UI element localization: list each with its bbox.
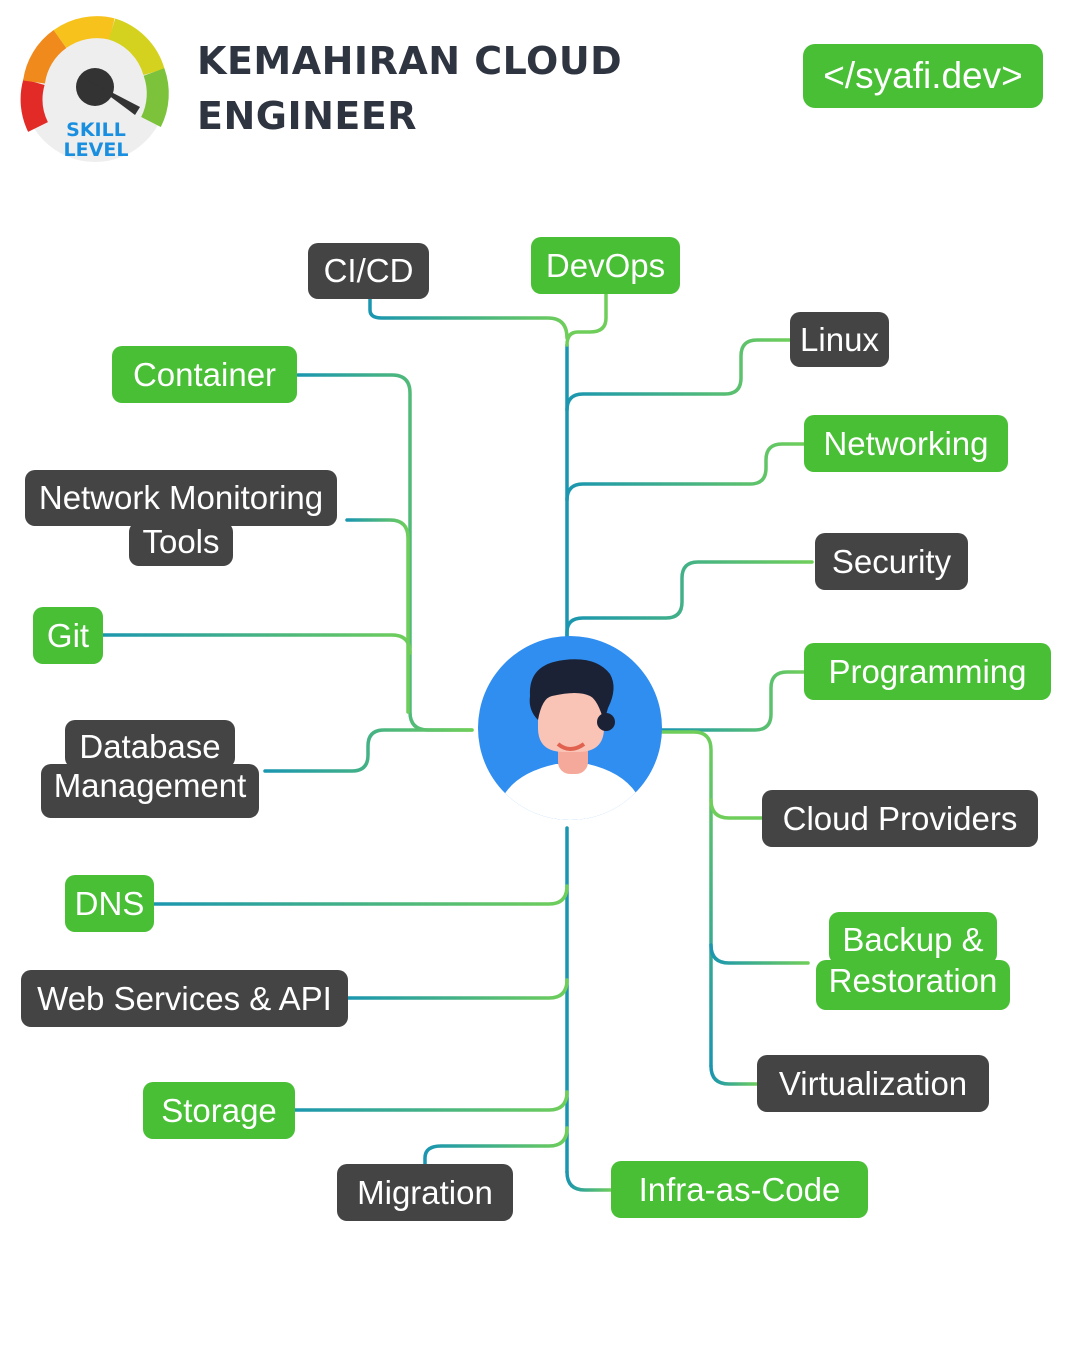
node-devops: DevOps bbox=[531, 237, 680, 294]
node-network-monitoring-tools: Network Monitoring Tools bbox=[14, 470, 348, 566]
node-virtualization: Virtualization bbox=[757, 1055, 989, 1112]
node-infra-as-code: Infra-as-Code bbox=[611, 1161, 868, 1218]
edge-migration bbox=[423, 1126, 569, 1168]
node-security: Security bbox=[815, 533, 968, 590]
node-linux: Linux bbox=[790, 312, 889, 367]
node-container: Container bbox=[112, 346, 297, 403]
edge-security bbox=[565, 560, 814, 638]
title-line-1: KEMAHIRAN CLOUD bbox=[197, 39, 623, 83]
backup-line-2: Restoration bbox=[815, 960, 1011, 1010]
node-backup-restoration: Backup & Restoration bbox=[808, 912, 1018, 1010]
node-cicd: CI/CD bbox=[308, 243, 429, 299]
node-cloud-providers: Cloud Providers bbox=[762, 790, 1038, 847]
edge-backup bbox=[709, 943, 810, 965]
page-title: KEMAHIRAN CLOUD ENGINEER bbox=[197, 34, 622, 144]
db-line-1: Database bbox=[65, 720, 235, 768]
node-networking: Networking bbox=[804, 415, 1008, 472]
brand-badge[interactable]: </syafi.dev> bbox=[803, 44, 1043, 108]
db-line-2: Management bbox=[40, 764, 260, 818]
edge-cloud-providers bbox=[709, 798, 764, 820]
node-migration: Migration bbox=[337, 1164, 513, 1221]
edge-dns bbox=[148, 884, 569, 906]
edge-cicd bbox=[368, 296, 569, 340]
edge-nmt bbox=[345, 518, 410, 714]
skill-level-logo: SKILL LEVEL bbox=[20, 12, 170, 167]
gauge-icon: SKILL LEVEL bbox=[20, 16, 169, 162]
node-programming: Programming bbox=[804, 643, 1051, 700]
edge-programming bbox=[660, 670, 806, 732]
edge-iac bbox=[565, 1170, 614, 1192]
node-dns: DNS bbox=[65, 875, 154, 932]
title-line-2: ENGINEER bbox=[197, 94, 418, 138]
person-avatar-icon bbox=[478, 636, 662, 820]
edge-networking bbox=[565, 442, 806, 502]
node-database-management: Database Management bbox=[28, 720, 272, 818]
edge-virtualization bbox=[709, 1064, 760, 1086]
node-storage: Storage bbox=[143, 1082, 295, 1139]
edge-database bbox=[263, 728, 474, 773]
edge-linux bbox=[565, 338, 792, 412]
node-git: Git bbox=[33, 607, 103, 664]
edge-storage bbox=[288, 1090, 569, 1112]
node-web-services-api: Web Services & API bbox=[21, 970, 348, 1027]
nmt-line-2: Tools bbox=[129, 522, 233, 566]
logo-text-skill: SKILL bbox=[66, 119, 126, 141]
logo-text-level: LEVEL bbox=[64, 139, 129, 161]
edge-web-services bbox=[344, 978, 569, 1000]
nmt-line-1: Network Monitoring bbox=[24, 470, 338, 526]
backup-line-1: Backup & bbox=[829, 912, 997, 964]
edge-git bbox=[95, 633, 412, 655]
edge-devops bbox=[565, 288, 608, 347]
